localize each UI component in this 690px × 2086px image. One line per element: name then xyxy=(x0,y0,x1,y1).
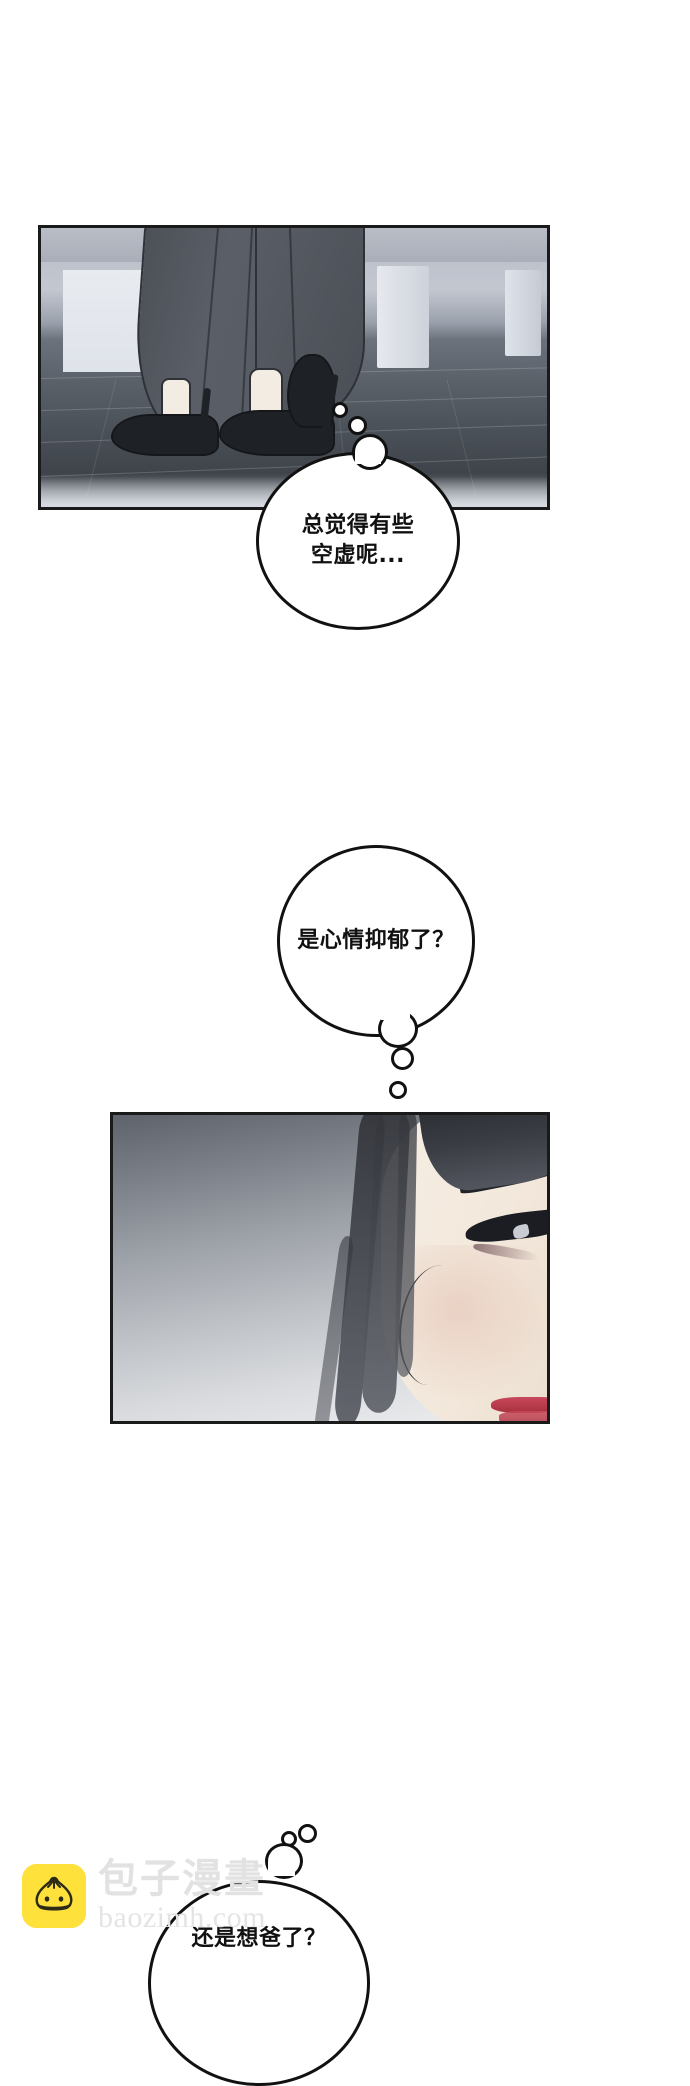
baozi-icon xyxy=(22,1864,86,1928)
comic-page: 总觉得有些空虚呢... 是心情抑郁了？ xyxy=(22,225,550,2086)
background-pillar-right xyxy=(377,266,429,368)
thought-nub-mask-2 xyxy=(381,1008,410,1020)
thought-nub-1 xyxy=(352,434,388,470)
thought-nub-mask-3 xyxy=(268,1862,295,1876)
thought-bubble-1-line2: 空虚呢... xyxy=(310,543,406,568)
thought-bubble-2-text: 是心情抑郁了？ xyxy=(297,927,455,953)
character-lower-lip xyxy=(499,1411,547,1421)
thought-bubble-1-text: 总觉得有些空虚呢... xyxy=(302,511,415,572)
comic-panel-walking-scene xyxy=(38,225,550,510)
thought-dot-medium-3 xyxy=(298,1824,317,1843)
thought-dot-medium-2 xyxy=(391,1047,414,1070)
watermark-site-name: 包子漫畫 xyxy=(98,1856,266,1902)
thought-dot-small-2 xyxy=(389,1081,407,1099)
site-watermark: 包子漫畫 baozimh.com xyxy=(22,1859,266,1933)
watermark-text-block: 包子漫畫 baozimh.com xyxy=(98,1859,266,1933)
watermark-site-url: baozimh.com xyxy=(98,1901,266,1934)
thought-bubble-3-text: 还是想爸了？ xyxy=(191,1925,327,1951)
comic-panel-face-closeup xyxy=(110,1112,550,1424)
thought-dot-medium-1 xyxy=(348,416,367,435)
background-pillar-far-right xyxy=(505,270,541,356)
thought-bubble-1-line1: 总觉得有些 xyxy=(301,512,415,538)
thought-nub-mask-1 xyxy=(355,452,381,464)
thought-bubble-1: 总觉得有些空虚呢... xyxy=(256,452,460,630)
thought-bubble-2: 是心情抑郁了？ xyxy=(277,845,475,1037)
thought-dot-small-1 xyxy=(332,402,348,418)
character-upper-lip xyxy=(491,1397,547,1413)
